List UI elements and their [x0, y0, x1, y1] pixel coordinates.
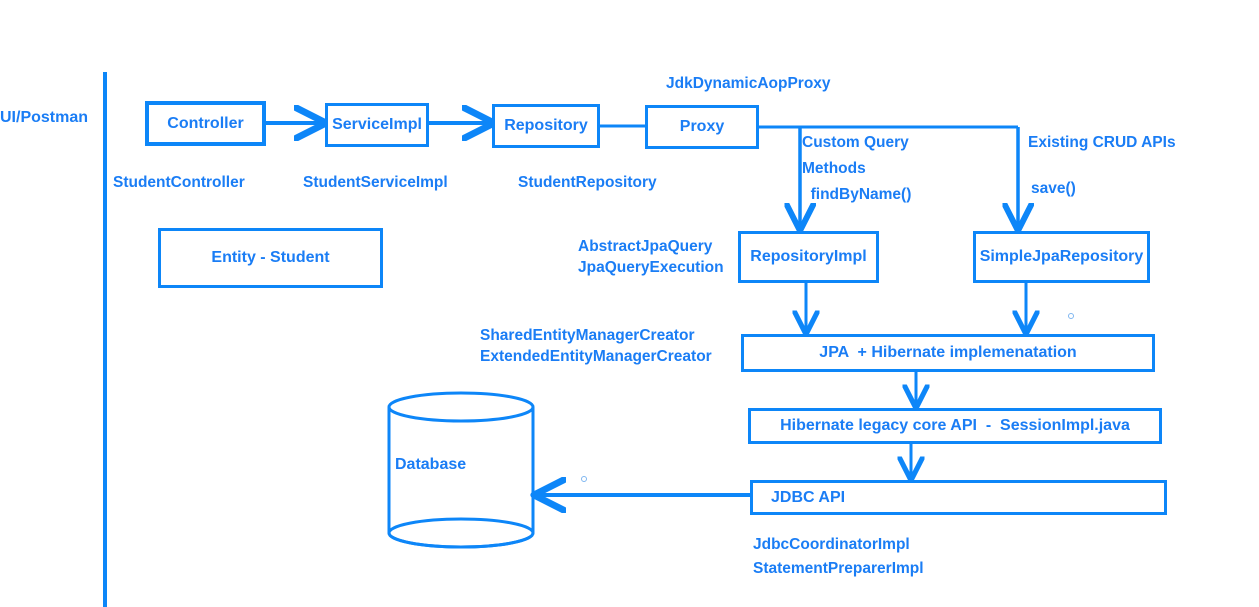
node-simplejparepository-label: SimpleJpaRepository [979, 248, 1144, 265]
node-controller-sublabel: StudentController [113, 174, 245, 191]
node-repository-label: Repository [504, 117, 588, 134]
node-proxy-label: Proxy [679, 118, 725, 135]
node-jpa-hibernate-label: JPA + Hibernate implemenatation [819, 344, 1077, 361]
node-proxy[interactable]: Proxy [645, 105, 759, 149]
node-jdbc-api[interactable]: JDBC API [750, 480, 1167, 515]
node-entity-student[interactable]: Entity - Student [158, 228, 383, 288]
artifact-dot-left [581, 476, 587, 482]
node-repositoryimpl[interactable]: RepositoryImpl [738, 231, 879, 283]
node-repositoryimpl-label: RepositoryImpl [750, 248, 867, 265]
database-cylinder [387, 391, 535, 549]
node-serviceimpl-label: ServiceImpl [332, 116, 422, 133]
ui-postman-label: UI/Postman [0, 109, 89, 126]
entity-manager-creators-label: SharedEntityManagerCreator ExtendedEntit… [480, 327, 712, 365]
artifact-dot-right [1068, 313, 1074, 319]
node-controller-label: Controller [167, 114, 244, 132]
node-jpa-hibernate[interactable]: JPA + Hibernate implemenatation [741, 334, 1155, 372]
node-entity-student-label: Entity - Student [211, 249, 330, 266]
jdbc-impl-classes-label: JdbcCoordinatorImpl StatementPreparerImp… [753, 536, 924, 577]
node-serviceimpl-sublabel: StudentServiceImpl [303, 174, 448, 191]
node-controller[interactable]: Controller [145, 101, 266, 146]
node-repository-sublabel: StudentRepository [518, 174, 657, 191]
node-simplejparepository[interactable]: SimpleJpaRepository [973, 231, 1150, 283]
database-label: Database [395, 456, 467, 473]
node-hibernate-core[interactable]: Hibernate legacy core API - SessionImpl.… [748, 408, 1162, 444]
node-hibernate-core-label: Hibernate legacy core API - SessionImpl.… [780, 417, 1130, 434]
jdk-dynamic-aop-proxy-label: JdkDynamicAopProxy [666, 75, 831, 92]
custom-query-methods-label: Custom Query Methods findByName() [802, 134, 912, 203]
jpa-query-classes-label: AbstractJpaQuery JpaQueryExecution [578, 238, 724, 276]
node-jdbc-api-label: JDBC API [771, 488, 846, 506]
node-serviceimpl[interactable]: ServiceImpl [325, 103, 429, 147]
node-repository[interactable]: Repository [492, 104, 600, 148]
save-method-label: save() [1031, 180, 1076, 197]
existing-crud-apis-label: Existing CRUD APIs [1028, 134, 1176, 151]
